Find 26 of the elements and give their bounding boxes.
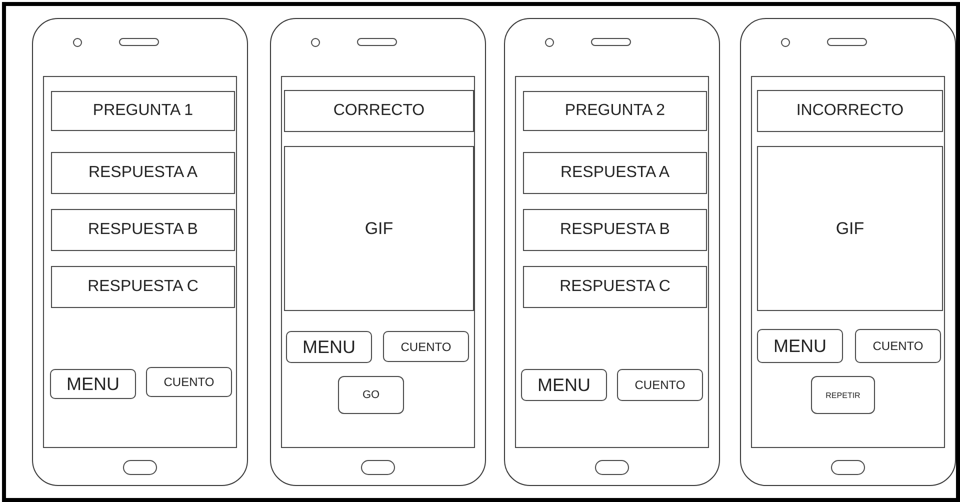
phone-outline bbox=[504, 18, 720, 486]
menu-button: MENU bbox=[50, 369, 136, 399]
animation-panel: GIF bbox=[284, 146, 474, 311]
answer-option: RESPUESTA B bbox=[523, 209, 707, 251]
question-header: PREGUNTA 2 bbox=[523, 91, 707, 131]
menu-button: MENU bbox=[757, 329, 843, 363]
go-button: GO bbox=[338, 376, 404, 414]
answer-option: RESPUESTA A bbox=[51, 152, 235, 194]
question-header: PREGUNTA 1 bbox=[51, 91, 235, 131]
story-button: CUENTO bbox=[383, 331, 469, 362]
answer-option: RESPUESTA A bbox=[523, 152, 707, 194]
menu-button: MENU bbox=[286, 331, 372, 363]
menu-button: MENU bbox=[521, 369, 607, 401]
story-button: CUENTO bbox=[855, 329, 941, 363]
phone-outline bbox=[270, 18, 486, 486]
answer-option: RESPUESTA B bbox=[51, 209, 235, 251]
result-header: CORRECTO bbox=[284, 90, 474, 132]
phone-outline bbox=[32, 18, 248, 486]
story-button: CUENTO bbox=[617, 369, 703, 401]
phone-outline bbox=[740, 18, 956, 486]
story-button: CUENTO bbox=[146, 367, 232, 397]
animation-panel: GIF bbox=[757, 146, 943, 311]
answer-option: RESPUESTA C bbox=[51, 266, 235, 308]
result-header: INCORRECTO bbox=[757, 90, 943, 132]
repeat-button: REPETIR bbox=[811, 376, 875, 414]
answer-option: RESPUESTA C bbox=[523, 266, 707, 308]
